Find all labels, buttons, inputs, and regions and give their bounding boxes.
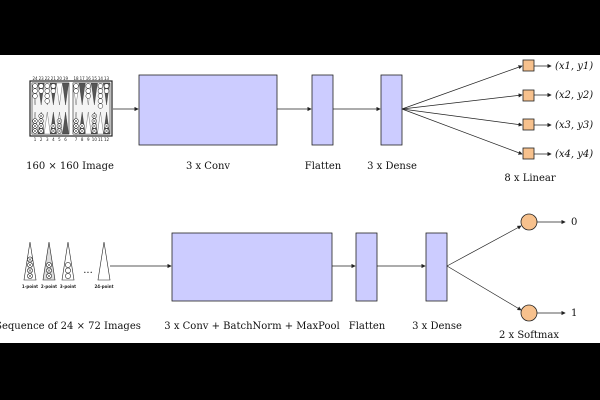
linear-node-2 <box>522 89 535 102</box>
softmax-node-1 <box>520 304 538 322</box>
board-number: 6 <box>64 137 67 142</box>
board-number: 17 <box>80 76 86 81</box>
top-input-label: 160 × 160 Image <box>26 161 114 172</box>
bottom-output-label: 2 x Softmax <box>499 330 559 341</box>
linear-node-1 <box>522 59 535 72</box>
softmax-node-0 <box>520 213 538 231</box>
board-number: 11 <box>98 137 104 142</box>
board-number: 15 <box>92 76 98 81</box>
board-number: 3 <box>46 137 49 142</box>
linear-node-4 <box>522 147 535 160</box>
board-number: 2 <box>40 137 43 142</box>
board-number: 19 <box>63 76 69 81</box>
edge-dense-out2 <box>401 93 523 110</box>
point-image: 1-point <box>22 241 38 289</box>
board-number: 1 <box>34 137 37 142</box>
point-image: 24-point <box>95 241 114 289</box>
top-dense-label: 3 x Dense <box>367 161 417 172</box>
board-number: 21 <box>51 76 57 81</box>
output-coord-4: (x4, y4) <box>555 149 593 160</box>
bottom-flatten-block <box>355 232 378 302</box>
board-number: 22 <box>45 76 51 81</box>
point-label: 1-point <box>22 284 38 289</box>
top-flatten-label: Flatten <box>305 161 342 172</box>
board-number: 13 <box>104 76 110 81</box>
board-number: 18 <box>74 76 80 81</box>
edge-dense-out1 <box>401 65 523 110</box>
softmax-output-1: 1 <box>571 308 577 319</box>
board-number: 23 <box>39 76 45 81</box>
board-number: 5 <box>58 137 61 142</box>
top-dense-block <box>380 74 403 146</box>
top-conv-label: 3 x Conv <box>186 161 230 172</box>
bottom-flatten-label: Flatten <box>349 321 386 332</box>
bottom-dense-label: 3 x Dense <box>412 321 462 332</box>
top-output-label: 8 x Linear <box>504 173 556 184</box>
board-number: 14 <box>98 76 104 81</box>
edge-dense-softmax0 <box>446 225 522 267</box>
bottom-input-label: Sequence of 24 × 72 Images <box>0 321 141 332</box>
bottom-dense-block <box>425 232 448 302</box>
board-number: 4 <box>52 137 55 142</box>
point-label: 24-point <box>95 284 114 289</box>
point-image: 2-point <box>41 241 57 289</box>
point-image: 3-point <box>60 241 76 289</box>
point-label: 2-point <box>41 284 57 289</box>
board-number: 10 <box>92 137 98 142</box>
top-conv-block <box>138 74 278 146</box>
softmax-output-0: 0 <box>571 217 577 228</box>
output-coord-2: (x2, y2) <box>555 90 593 101</box>
board-number: 9 <box>87 137 90 142</box>
board-number: 8 <box>81 137 84 142</box>
board-number: 16 <box>86 76 92 81</box>
edge-dense-softmax1 <box>446 265 522 311</box>
linear-node-3 <box>522 118 535 131</box>
edge-dense-out3 <box>401 108 523 127</box>
output-coord-3: (x3, y3) <box>555 120 593 131</box>
board-number: 7 <box>75 137 78 142</box>
point-label: 3-point <box>60 284 76 289</box>
board-number: 12 <box>104 137 110 142</box>
bottom-conv-label: 3 x Conv + BatchNorm + MaxPool <box>164 321 339 332</box>
bottom-conv-block <box>171 232 333 302</box>
edge-dense-out4 <box>401 108 523 155</box>
board-number: 20 <box>57 76 63 81</box>
board-number: 24 <box>33 76 39 81</box>
sequence-ellipsis: ... <box>83 265 93 276</box>
top-flatten-block <box>311 74 334 146</box>
output-coord-1: (x1, y1) <box>555 61 593 72</box>
